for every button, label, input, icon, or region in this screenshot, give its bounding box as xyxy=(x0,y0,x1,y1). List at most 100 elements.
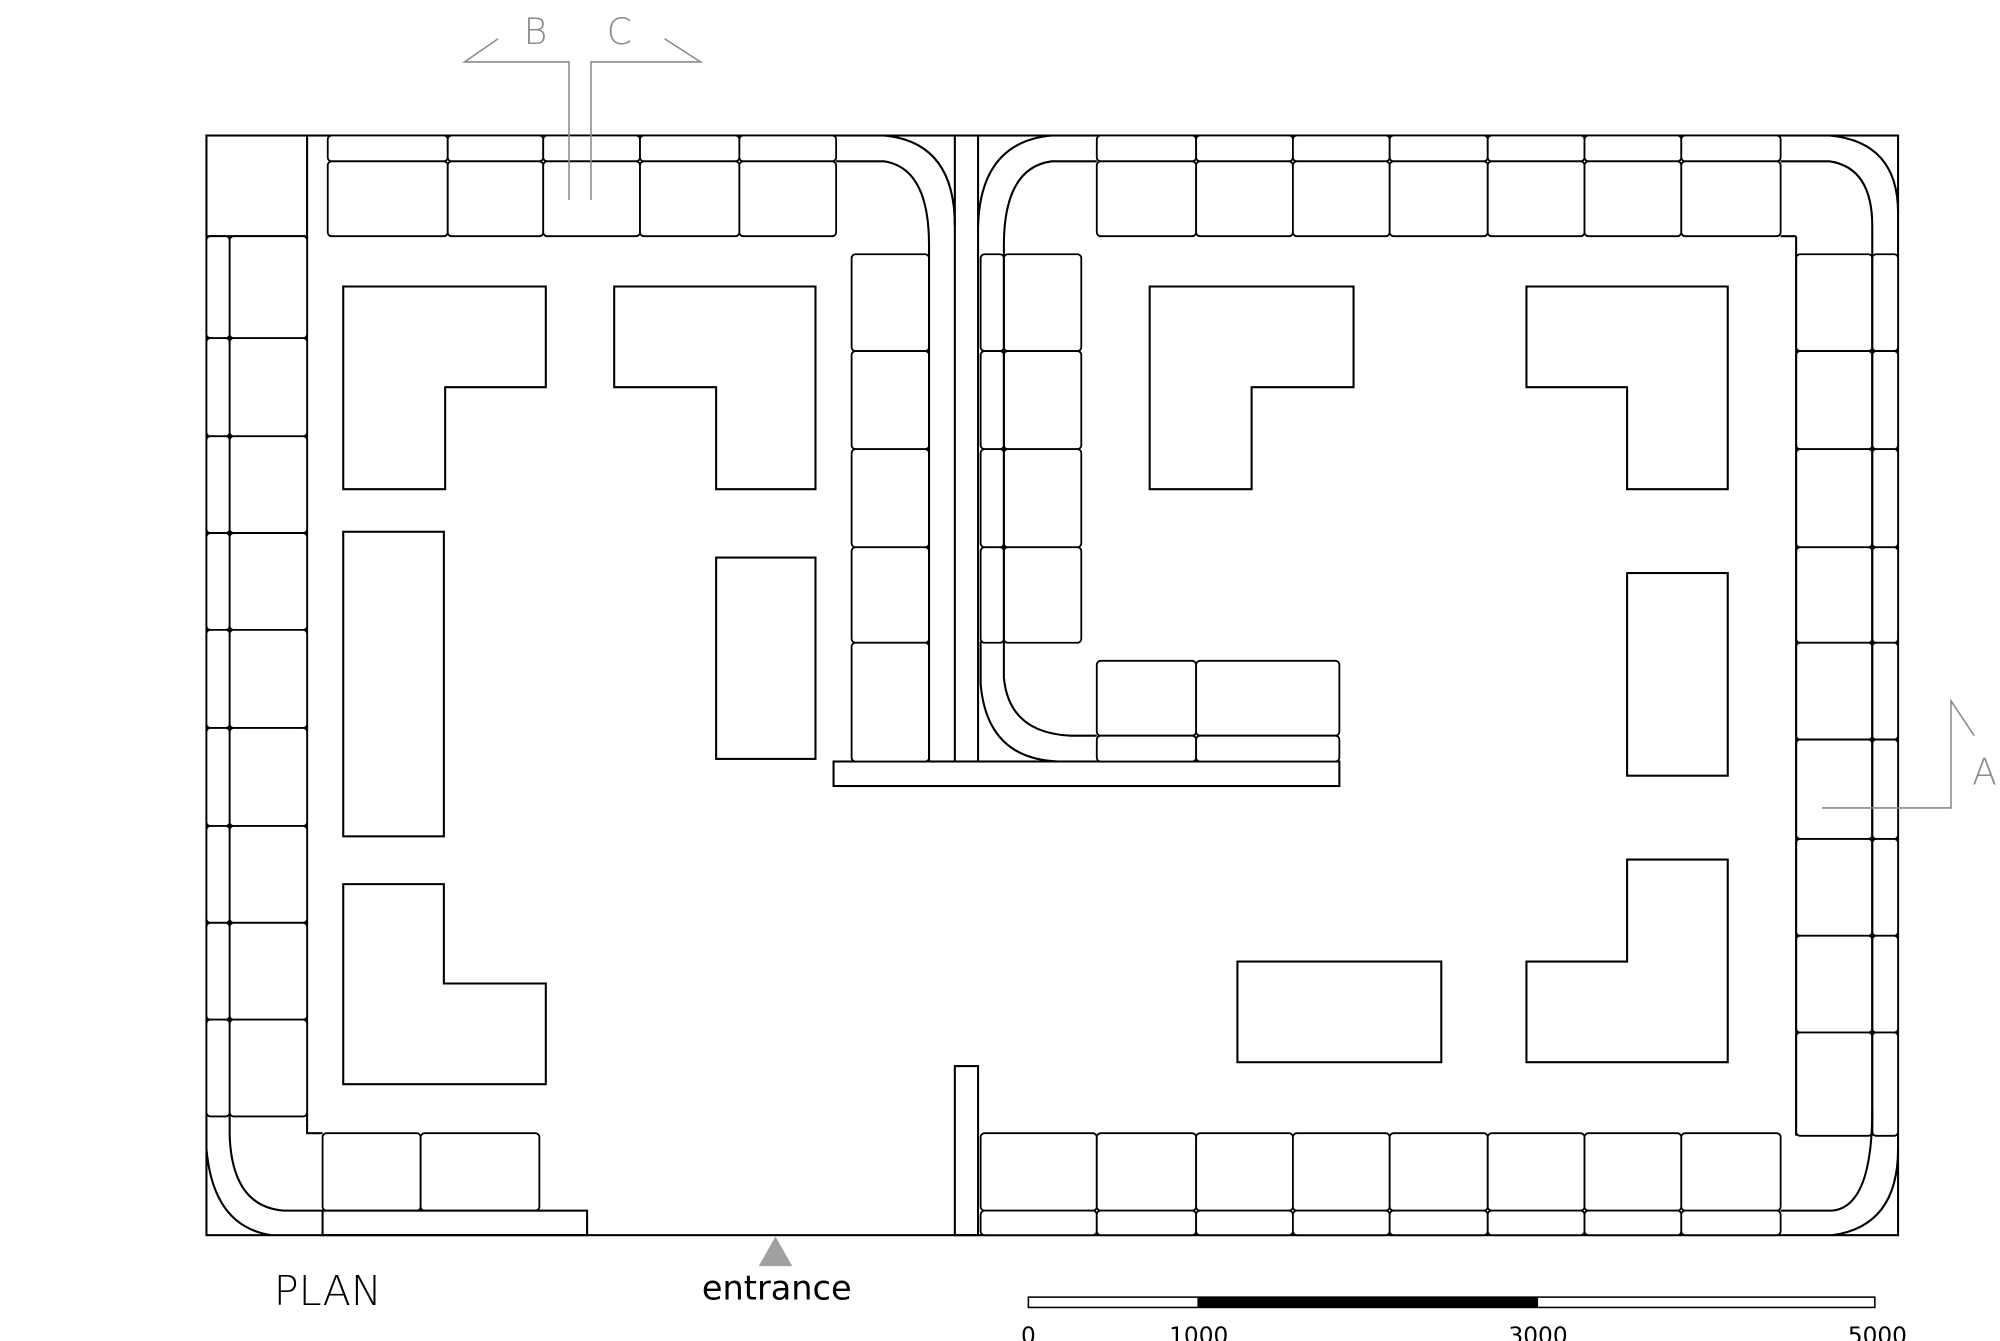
bench-curve xyxy=(1780,160,1874,1136)
bench-seat xyxy=(205,235,231,340)
bench-curve xyxy=(1002,641,1097,737)
bench-seat xyxy=(1583,1132,1683,1212)
center-counter xyxy=(832,760,1341,788)
bench-seat xyxy=(1388,1209,1489,1237)
table-l-2 xyxy=(613,285,817,491)
bench-seat xyxy=(446,160,545,238)
bench-seat xyxy=(639,160,741,238)
bench-seat xyxy=(228,1018,308,1118)
bench-seat xyxy=(1871,934,1899,1034)
bench-seat xyxy=(1680,1209,1782,1237)
section-a-label: A xyxy=(1972,751,1997,794)
bench-seat xyxy=(1486,1132,1586,1212)
bench-seat xyxy=(1388,134,1489,163)
entrance-arrow-icon xyxy=(758,1236,793,1267)
bench-seat xyxy=(1195,659,1341,737)
bench-seat xyxy=(1002,546,1083,644)
bench-curve xyxy=(1780,235,1798,1136)
bench-seat xyxy=(1795,253,1874,352)
bench-seat xyxy=(205,435,231,534)
bench-curve xyxy=(836,160,931,762)
bench-seat xyxy=(1292,134,1391,163)
section-a-line xyxy=(1821,698,1975,809)
bench-seat xyxy=(228,825,308,924)
bench-seat xyxy=(1680,134,1782,163)
bench-seat xyxy=(1871,641,1899,741)
bench-corner-curves xyxy=(205,134,1900,1237)
table-rect-1 xyxy=(342,530,445,838)
bench-seat xyxy=(1795,546,1874,644)
bench-curve xyxy=(1832,1148,1900,1237)
table-l-4 xyxy=(1148,285,1355,491)
bench-curve xyxy=(205,1148,272,1237)
table-l-1 xyxy=(342,285,547,491)
bench-seat xyxy=(1292,1132,1391,1212)
bench-seat xyxy=(446,134,545,163)
section-c-label: C xyxy=(607,10,632,53)
bench-seat xyxy=(1486,134,1586,163)
bench-seat xyxy=(205,921,231,1021)
bench-seat xyxy=(1095,734,1198,763)
bench-curve xyxy=(979,641,1059,763)
bench-seat xyxy=(1795,738,1874,840)
bench-seat xyxy=(205,825,231,924)
bench-curve xyxy=(306,1122,323,1135)
bench-seat xyxy=(979,1132,1098,1212)
table-l-6 xyxy=(1525,858,1729,1064)
bench-seat xyxy=(979,350,1005,451)
bench-seat xyxy=(1095,160,1198,238)
bench-seat xyxy=(1095,1209,1198,1237)
bench-seat xyxy=(1002,448,1083,549)
bench-seat xyxy=(228,337,308,438)
bench-seat xyxy=(228,727,308,827)
bench-curve xyxy=(883,134,956,226)
bench-seat xyxy=(1388,160,1489,238)
bench-seat xyxy=(1486,1209,1586,1237)
center-partition xyxy=(953,135,980,762)
bench-seat xyxy=(1388,1132,1489,1212)
bench-seat xyxy=(1871,1031,1899,1137)
bench-seat xyxy=(1871,546,1899,644)
bench-seat xyxy=(1795,838,1874,937)
scale-label-1000: 1000 xyxy=(1169,1323,1228,1341)
bench-seat xyxy=(850,253,930,352)
bench-seat xyxy=(1195,734,1341,763)
bench-seating xyxy=(205,134,1899,1237)
bench-seat xyxy=(1195,1209,1294,1237)
bench-seat xyxy=(1002,253,1083,352)
bench-seat xyxy=(228,235,308,340)
section-c-line xyxy=(590,38,704,201)
table-rect-2 xyxy=(715,556,817,760)
bench-curve xyxy=(1780,1109,1874,1212)
scale-label-0: 0 xyxy=(1021,1323,1036,1341)
bench-seat xyxy=(205,628,231,729)
bench-seat xyxy=(850,448,930,549)
bench-seat xyxy=(1680,160,1782,238)
bench-seat xyxy=(419,1132,541,1212)
bench-seat xyxy=(1795,448,1874,549)
plan-title: PLAN xyxy=(274,1267,382,1315)
bench-curve xyxy=(228,1116,323,1212)
bench-seat xyxy=(1795,934,1874,1034)
table-rect-4 xyxy=(1236,960,1443,1064)
bench-seat xyxy=(1583,1209,1683,1237)
bench-seat xyxy=(321,1132,422,1212)
entrance-partition xyxy=(953,1065,980,1237)
bench-seat xyxy=(1002,350,1083,451)
bench-seat xyxy=(1871,253,1899,352)
bench-seat xyxy=(979,253,1005,352)
bench-seat xyxy=(850,641,930,763)
bench-seat xyxy=(979,546,1005,644)
bench-seat xyxy=(1095,659,1198,737)
bench-seat xyxy=(326,134,449,163)
bench-seat xyxy=(1195,1132,1294,1212)
scale-bar: 0 1000 3000 5000 xyxy=(1021,1296,1907,1341)
entrance-label: entrance xyxy=(702,1269,852,1308)
bench-seat xyxy=(979,448,1005,549)
bench-curve xyxy=(977,134,1052,226)
bench-seat xyxy=(1095,134,1198,163)
bench-seat xyxy=(326,160,449,238)
bench-seat xyxy=(1795,1031,1874,1137)
bench-seat xyxy=(205,1018,231,1118)
bench-seat xyxy=(1871,448,1899,549)
